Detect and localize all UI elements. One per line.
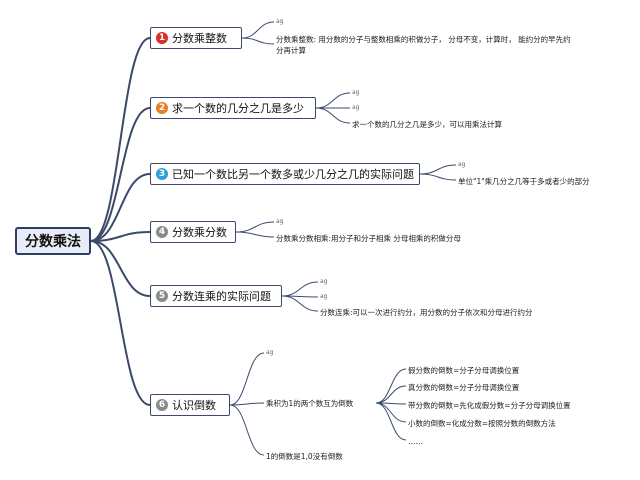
branch-node-3[interactable]: 3 已知一个数比另一个数多或少几分之几的实际问题	[150, 163, 420, 185]
branch-label-3: 已知一个数比另一个数多或少几分之几的实际问题	[172, 168, 414, 181]
connector-12	[419, 164, 457, 175]
connector-22	[375, 368, 407, 404]
connector-4	[90, 231, 151, 242]
leaf-6-reciprocal: 乘积为1的两个数互为倒数	[266, 399, 354, 408]
root-label: 分数乘法	[25, 234, 81, 250]
connector-13	[419, 173, 457, 181]
connector-3	[90, 173, 151, 242]
connector-14	[235, 221, 275, 233]
branch-label-5: 分数连乘的实际问题	[172, 290, 271, 303]
connector-25	[375, 402, 407, 423]
leaf-3-text: 单位"1"乘几分之几等于多或者少的部分	[458, 177, 590, 186]
connector-5	[90, 240, 151, 297]
connector-19	[229, 352, 265, 406]
branch-node-1[interactable]: 1 分数乘整数	[150, 27, 242, 49]
leaf-5-text: 分数连乘:可以一次进行约分，用分数的分子依次和分母进行约分	[320, 308, 533, 317]
number-badge-3: 3	[156, 168, 168, 180]
number-badge-5: 5	[156, 290, 168, 302]
leaf-2-ag-1: ag	[352, 89, 360, 96]
branch-node-4[interactable]: 4 分数乘分数	[150, 221, 236, 243]
connector-20	[229, 402, 265, 406]
connector-21	[229, 404, 265, 456]
branch-label-2: 求一个数的几分之几是多少	[172, 102, 304, 115]
connector-16	[281, 281, 319, 297]
number-badge-1: 1	[156, 32, 168, 44]
root-node[interactable]: 分数乘法	[15, 227, 91, 255]
connector-8	[241, 37, 275, 45]
connector-9	[315, 92, 351, 109]
connector-2	[90, 107, 151, 242]
connector-6	[90, 240, 151, 406]
branch-node-5[interactable]: 5 分数连乘的实际问题	[150, 285, 282, 307]
branch-node-6[interactable]: 6 认识倒数	[150, 394, 230, 416]
connector-11	[315, 107, 351, 124]
number-badge-6: 6	[156, 399, 168, 411]
branch-label-6: 认识倒数	[172, 399, 216, 412]
connector-26	[375, 402, 407, 441]
sub-leaf-5: ……	[408, 437, 423, 446]
leaf-1-text: 分数乘整数: 用分数的分子与整数相乘的积做分子， 分母不变，计算时， 能约分的早…	[276, 35, 571, 55]
connector-15	[235, 231, 275, 238]
sub-leaf-3: 带分数的倒数=先化成假分数=分子分母调换位置	[408, 401, 571, 410]
branch-label-1: 分数乘整数	[172, 32, 227, 45]
leaf-1-ag: ag	[276, 18, 284, 25]
leaf-3-ag: ag	[458, 161, 466, 168]
sub-leaf-4: 小数的倒数=化成分数=按照分数的倒数方法	[408, 419, 556, 428]
leaf-2-text: 求一个数的几分之几是多少，可以用乘法计算	[352, 120, 502, 129]
leaf-5-ag-1: ag	[320, 278, 328, 285]
branch-node-2[interactable]: 2 求一个数的几分之几是多少	[150, 97, 316, 119]
leaf-5-ag-2: ag	[320, 293, 328, 300]
sub-leaf-2: 真分数的倒数=分子分母调换位置	[408, 383, 520, 392]
leaf-2-ag-2: ag	[352, 104, 360, 111]
leaf-4-text: 分数乘分数相乘:用分子和分子相乘 分母相乘的积做分母	[276, 234, 461, 243]
connector-7	[241, 21, 275, 39]
leaf-4-ag: ag	[276, 218, 284, 225]
sub-leaf-1: 假分数的倒数=分子分母调换位置	[408, 366, 520, 375]
number-badge-4: 4	[156, 226, 168, 238]
leaf-6-ag: ag	[266, 349, 274, 356]
number-badge-2: 2	[156, 102, 168, 114]
branch-label-4: 分数乘分数	[172, 226, 227, 239]
leaf-6-one-zero: 1的倒数是1,0没有倒数	[266, 452, 343, 461]
connector-18	[281, 295, 319, 312]
connector-1	[90, 37, 151, 242]
connector-23	[375, 385, 407, 404]
